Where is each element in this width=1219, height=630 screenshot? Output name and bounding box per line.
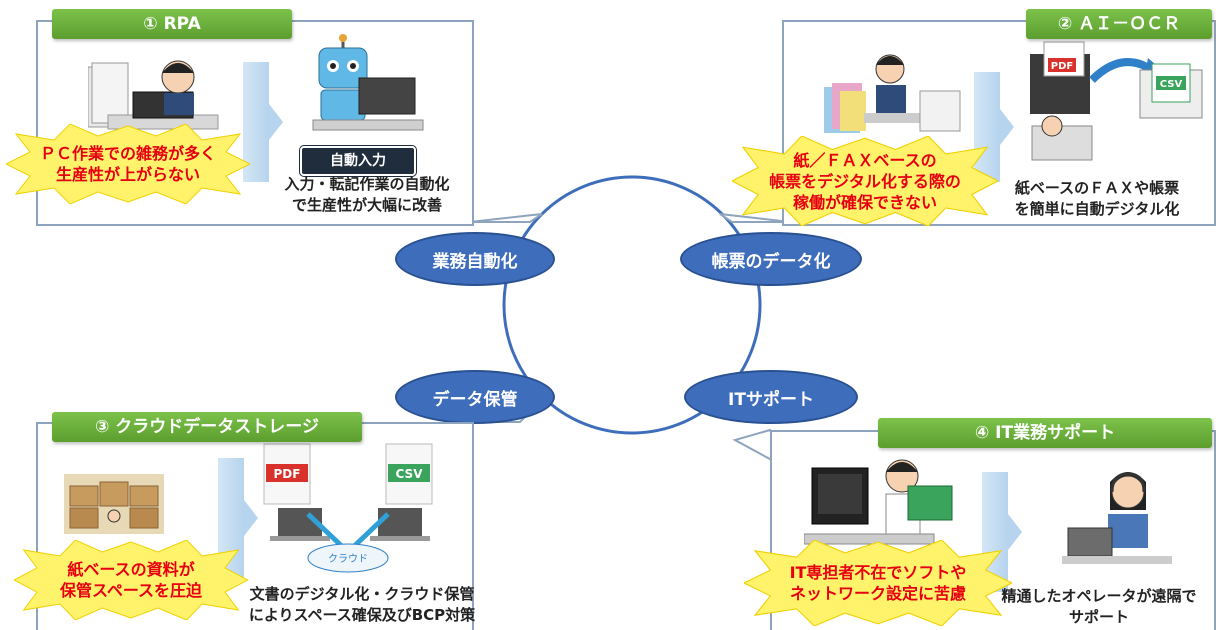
scanner-to-csv-illustration: PDF CSV xyxy=(1030,41,1203,161)
cloud-label: クラウド xyxy=(328,553,368,565)
rpa-solution-text: 入力・転記作業の自動化 で生産性が大幅に改善 xyxy=(284,175,450,214)
cloud-sync-illustration: PDF CSV クラウド xyxy=(263,443,433,573)
cloud-problem-burst: 紙ベースの資料が 保管スペースを圧迫 xyxy=(14,540,248,620)
busy-worker-illustration xyxy=(88,60,219,130)
ellipse-automation: 業務自動化 xyxy=(395,232,555,286)
center-circle xyxy=(502,175,762,435)
auto-input-label: 自動入力 xyxy=(300,146,416,176)
ellipse-storage: データ保管 xyxy=(395,370,555,424)
cloud-csv-icon-label: CSV xyxy=(396,467,424,481)
rpa-problem-text: ＰＣ作業での雑務が多く 生産性が上がらない xyxy=(39,144,216,184)
operator-illustration xyxy=(1062,472,1172,564)
cloud-pdf-icon-label: PDF xyxy=(274,467,301,481)
paper-overload-illustration xyxy=(824,54,961,133)
boxes-storage-illustration xyxy=(64,474,164,534)
cloud-title-tag: ③ クラウドデータストレージ xyxy=(52,412,362,442)
itsupport-title-tag: ④ IT業務サポート xyxy=(878,418,1212,448)
ocr-flow-arrow xyxy=(974,72,1014,182)
ocr-pointer xyxy=(719,213,791,223)
ocr-problem-burst: 紙／ＦＡＸベースの 帳票をデジタル化する際の 稼働が確保できない xyxy=(732,136,998,226)
ellipse-it-support: ITサポート xyxy=(684,370,858,424)
ocr-problem-text: 紙／ＦＡＸベースの 帳票をデジタル化する際の 稼働が確保できない xyxy=(769,150,961,212)
cloud-problem-text: 紙ベースの資料が 保管スペースを圧迫 xyxy=(59,560,203,600)
ocr-csv-icon-label: CSV xyxy=(1160,79,1183,90)
ellipse-forms: 帳票のデータ化 xyxy=(680,232,862,286)
rpa-flow-arrow xyxy=(243,62,283,182)
rpa-title-tag: ① RPA xyxy=(52,9,292,39)
robot-illustration xyxy=(312,34,424,131)
itsupport-solution-text: 精通したオペレータが遠隔で サポート xyxy=(1001,587,1197,626)
cloud-solution-text: 文書のデジタル化・クラウド保管 によりスペース確保及びBCP対策 xyxy=(248,585,476,624)
itsupport-problem-burst: IT専担者不在でソフトや ネットワーク設定に苦慮 xyxy=(744,540,1012,626)
ocr-solution-text: 紙ベースのＦＡＸや帳票 を簡単に自動デジタル化 xyxy=(1014,179,1180,218)
itsupport-problem-text: IT専担者不在でソフトや ネットワーク設定に苦慮 xyxy=(789,563,967,603)
rpa-pointer xyxy=(469,213,543,223)
itsupport-panel: 精通したオペレータが遠隔で サポート xyxy=(770,430,1216,630)
confused-staff-illustration xyxy=(804,459,953,545)
ocr-pdf-icon-label: PDF xyxy=(1051,61,1073,72)
rpa-problem-burst: ＰＣ作業での雑務が多く 生産性が上がらない xyxy=(6,124,250,204)
ocr-title-tag: ② ＡＩ－ＯＣＲ xyxy=(1026,9,1212,39)
